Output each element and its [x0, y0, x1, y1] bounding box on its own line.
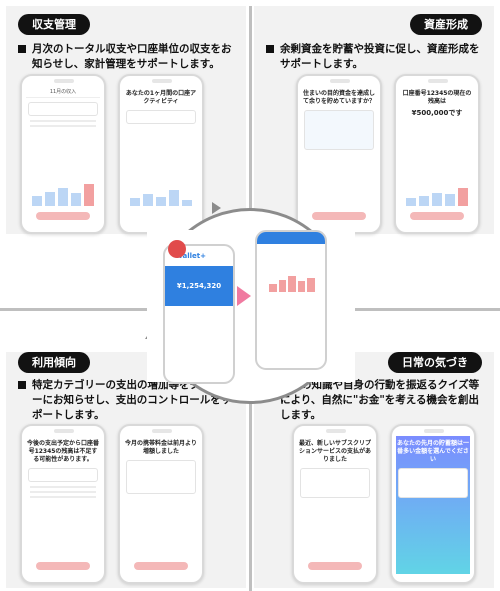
- phone-income-1: 11月の収入: [20, 74, 106, 234]
- section-title-assets: 資産形成: [410, 14, 482, 35]
- assets-bar-graphic: [406, 180, 468, 206]
- phone-notch: [54, 79, 74, 83]
- activity-bar-graphic: [130, 180, 192, 206]
- screen-headline: 今後の支出予定から口座番号12345の残高は不足する可能性があります。: [26, 440, 99, 463]
- illustration: [304, 110, 374, 150]
- section-desc-trend: 特定カテゴリーの支出の増加等をタイムリーにお知らせし、支出のコントロールをサポー…: [18, 378, 238, 423]
- phone-notch: [54, 429, 74, 433]
- feed-chart-graphic: [269, 272, 315, 292]
- bullet-icon: [18, 381, 26, 389]
- phone-trend-1: 今後の支出予定から口座番号12345の残高は不足する可能性があります。: [20, 424, 106, 584]
- screen-button[interactable]: [410, 212, 464, 220]
- transition-arrow-icon: [237, 286, 251, 306]
- section-desc-assets: 余剰資金を貯蓄や投資に促し、資産形成をサポートします。: [266, 42, 486, 72]
- screen-headline: あなたの1ヶ月間の口座アクティビティ: [125, 90, 197, 105]
- phone-notch: [326, 429, 346, 433]
- phone-trend-2: 今月の携帯料金は前月より増額しました: [118, 424, 204, 584]
- balance-banner: ¥1,254,320: [165, 266, 233, 306]
- trend-section: 利用傾向 特定カテゴリーの支出の増加等をタイムリーにお知らせし、支出のコントロー…: [6, 352, 246, 588]
- screen-headline: 口座番号12345の現在の残高は: [402, 90, 472, 105]
- screen-headline: 今月の携帯料金は前月より増額しました: [125, 440, 197, 455]
- bullet-icon: [266, 45, 274, 53]
- screen-button[interactable]: [36, 562, 90, 570]
- awareness-section: 日常の気づき お金の知識や自身の行動を振返るクイズ等により、自然に"お金"を考え…: [254, 352, 494, 588]
- section-title-income: 収支管理: [18, 14, 90, 35]
- phone-notch: [152, 79, 172, 83]
- section-desc-awareness: お金の知識や自身の行動を振返るクイズ等により、自然に"お金"を考える機会を創出し…: [266, 378, 486, 423]
- income-bar-graphic: [32, 180, 94, 206]
- section-title-awareness: 日常の気づき: [388, 352, 482, 373]
- cycle-arrow-icon: [212, 202, 221, 214]
- screen-card: [126, 110, 196, 124]
- income-section: 収支管理 月次のトータル収支や口座単位の収支をお知らせし、家計管理をサポートしま…: [6, 6, 246, 234]
- phone-awareness-1: 最近、新しいサブスクリプションサービスの支払がありました: [292, 424, 378, 584]
- tap-hand-icon: [168, 240, 186, 258]
- hub-phone-home: Wallet+ ¥1,254,320: [163, 244, 235, 384]
- phone-notch: [330, 79, 350, 83]
- balance-amount: ¥500,000です: [411, 109, 463, 117]
- screen-button[interactable]: [134, 562, 188, 570]
- section-desc-income: 月次のトータル収支や口座単位の収支をお知らせし、家計管理をサポートします。: [18, 42, 238, 72]
- phone-notch: [424, 429, 444, 433]
- screen-title: 11月の収入: [26, 86, 100, 98]
- quiz-options: [300, 468, 370, 498]
- app-header-bar: [257, 232, 325, 244]
- hub-phone-feed: [255, 230, 327, 370]
- screen-headline: 住まいの目的資金を達成して余りを貯めていますか？: [302, 90, 375, 105]
- screen-button[interactable]: [312, 212, 366, 220]
- assets-section: 資産形成 余剰資金を貯蓄や投資に促し、資産形成をサポートします。 住まいの目的資…: [254, 6, 494, 234]
- section-title-trend: 利用傾向: [18, 352, 90, 373]
- screen-button[interactable]: [36, 212, 90, 220]
- screen-button[interactable]: [308, 562, 362, 570]
- quiz-options: [398, 468, 468, 498]
- phone-notch: [428, 79, 448, 83]
- screen-table: [126, 460, 196, 494]
- screen-headline: あなたの先月の貯蓄額は一番多い金額を選んでください: [396, 440, 469, 463]
- app-logo: Wallet+: [175, 252, 206, 260]
- phone-notch: [152, 429, 172, 433]
- phone-income-2: あなたの1ヶ月間の口座アクティビティ: [118, 74, 204, 234]
- bullet-icon: [18, 45, 26, 53]
- phone-assets-1: 住まいの目的資金を達成して余りを貯めていますか？: [296, 74, 382, 234]
- phone-assets-2: 口座番号12345の現在の残高は ¥500,000です: [394, 74, 480, 234]
- phone-awareness-2: あなたの先月の貯蓄額は一番多い金額を選んでください: [390, 424, 476, 584]
- screen-headline: 最近、新しいサブスクリプションサービスの支払がありました: [298, 440, 371, 463]
- screen-card: [28, 468, 98, 482]
- screen-card: [28, 102, 98, 116]
